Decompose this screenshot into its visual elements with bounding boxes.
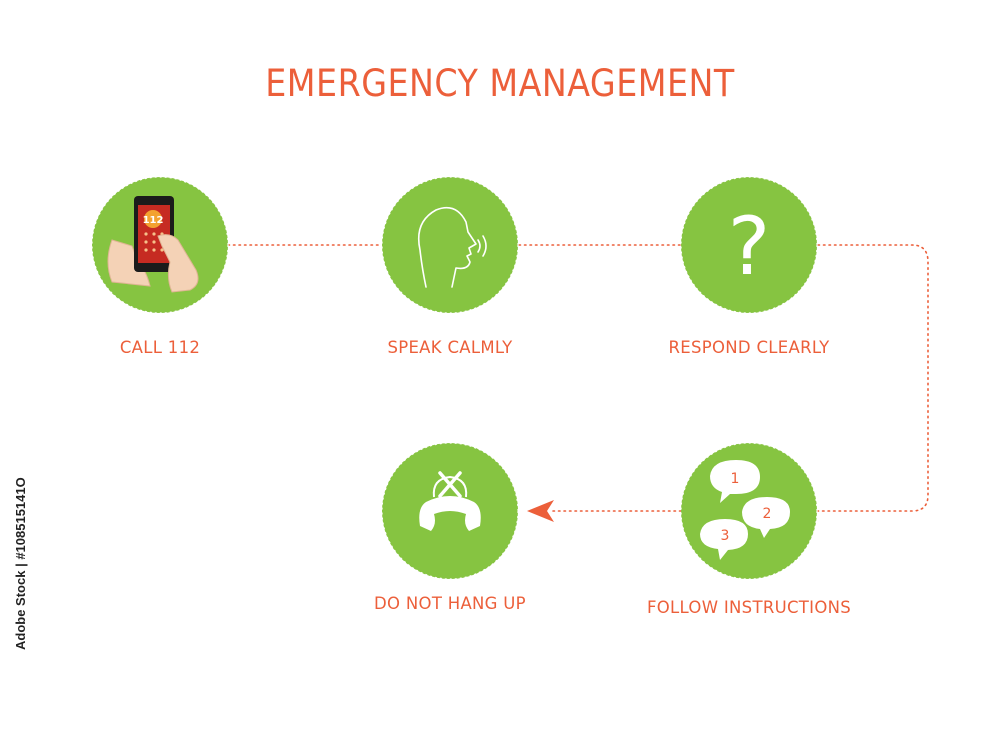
speaking-head-icon [417, 206, 487, 288]
step-label-call: CALL 112 [119, 338, 201, 357]
bubble-number: 1 [731, 471, 740, 487]
bubble-number: 3 [721, 528, 730, 544]
step-label-follow: FOLLOW INSTRUCTIONS [646, 598, 852, 617]
step-label-speak: SPEAK CALMLY [387, 338, 513, 357]
page-title: EMERGENCY MANAGEMENT [265, 62, 735, 105]
phone-dial-icon: 112 [107, 196, 199, 293]
handset-crossed-icon [419, 471, 481, 531]
stock-id-watermark: Adobe Stock | #108515141O [13, 477, 28, 650]
step-label-hangup: DO NOT HANG UP [374, 594, 526, 613]
phone-screen-number: 112 [143, 215, 164, 226]
question-mark-icon: ? [728, 200, 770, 293]
step-circle-speak [381, 176, 519, 314]
connector-line [817, 244, 929, 512]
numbered-speech-bubbles-icon: 1 2 3 [700, 460, 790, 560]
arrow-head-icon [527, 500, 554, 522]
step-label-respond: RESPOND CLEARLY [668, 338, 830, 357]
bubble-number: 2 [763, 506, 772, 522]
step-circle-respond [680, 176, 818, 314]
